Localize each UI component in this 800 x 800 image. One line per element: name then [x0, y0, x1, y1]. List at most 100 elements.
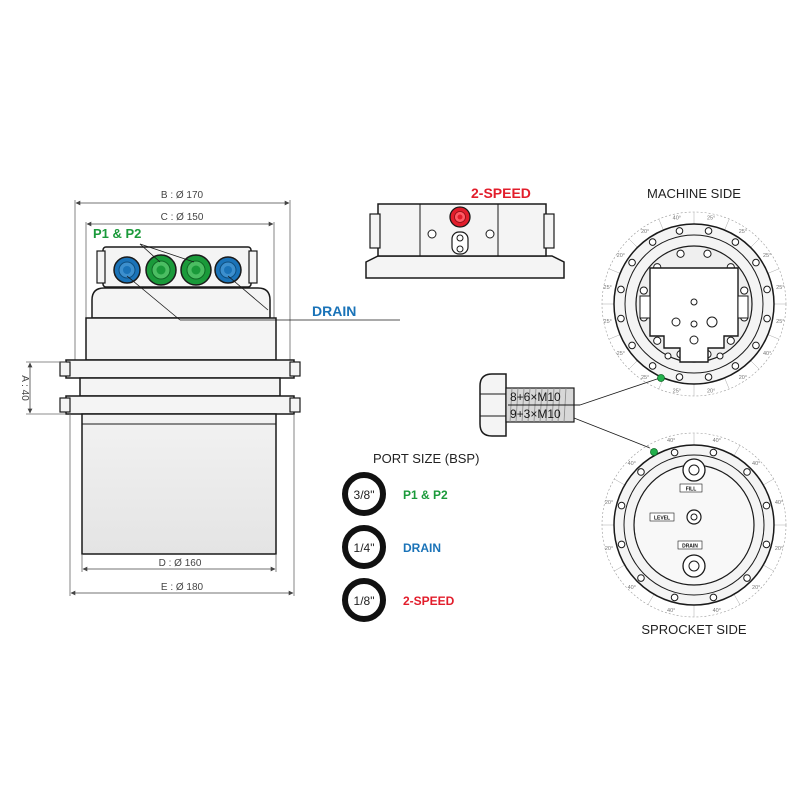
- dimension-b: B : Ø 170: [74, 190, 291, 360]
- bolt-hole: [762, 501, 771, 510]
- port-size-row-3: 1/8" 2-SPEED: [342, 578, 455, 622]
- bolt-hole: [637, 468, 645, 476]
- bolt-hole: [670, 448, 679, 457]
- motor-housing-body: [85, 317, 277, 361]
- machine-side-outer-bolts: [617, 227, 771, 381]
- angle-label: 20°: [641, 229, 649, 235]
- angle-label: 40°: [667, 608, 675, 614]
- dimension-a-label: A : 40: [19, 375, 30, 401]
- angle-label: 25°: [673, 388, 681, 394]
- bolt-hole: [704, 373, 713, 381]
- angle-label: 25°: [641, 375, 649, 381]
- bolt-hole: [763, 314, 771, 323]
- sprocket-side-marker-dot: [650, 448, 658, 456]
- port-size-legend: PORT SIZE (BSP) 3/8" P1 & P2 1/4" DRAIN …: [342, 451, 479, 622]
- port-size-value-3: 1/8": [354, 594, 375, 608]
- angle-label: 20°: [617, 253, 625, 259]
- bolt-hole: [675, 227, 684, 235]
- bolt-hole: [648, 362, 657, 370]
- machine-side-marker-dot: [657, 374, 665, 382]
- angle-label: 20°: [605, 546, 613, 552]
- motor-side-view: B : Ø 170 C : Ø 150: [19, 190, 400, 596]
- plate-label-drain: DRAIN: [682, 544, 698, 550]
- bolt-hole: [731, 362, 740, 370]
- gearbox-drum: [81, 413, 277, 555]
- angle-label: 25°: [763, 253, 771, 259]
- port-p1: [145, 254, 177, 286]
- bolt-hole: [731, 238, 740, 246]
- sprocket-side-bolts: [617, 448, 771, 602]
- angle-label: 25°: [776, 319, 784, 325]
- angle-label: 20°: [752, 585, 760, 591]
- angle-label: 20°: [707, 388, 715, 394]
- port-size-value-1: 3/8": [354, 488, 375, 502]
- machine-side-title: MACHINE SIDE: [647, 186, 741, 201]
- bolt-hole: [703, 249, 712, 258]
- dimension-e: E : Ø 180: [69, 414, 295, 596]
- angle-label: 25°: [604, 285, 612, 291]
- angle-label: 40°: [752, 461, 760, 467]
- port-p2: [180, 254, 212, 286]
- port-size-title: PORT SIZE (BSP): [373, 451, 479, 466]
- bolt-hole: [743, 468, 751, 476]
- dimension-c-label: C : Ø 150: [161, 212, 204, 223]
- bolt-hole: [763, 285, 771, 294]
- angle-label: 40°: [667, 438, 675, 444]
- angle-label: 40°: [763, 351, 771, 357]
- machine-side-view: MACHINE SIDE 25° 25° 25° 25° 25° 40° 20° 20° 25°…: [601, 186, 787, 397]
- bolt-hole: [709, 448, 718, 457]
- angle-label: 20°: [775, 546, 783, 552]
- angle-label: 40°: [673, 216, 681, 222]
- bolt-hole: [752, 341, 760, 350]
- bolt-hole: [617, 540, 626, 549]
- bolt-hole: [752, 258, 760, 267]
- bolt-hole: [670, 593, 679, 602]
- bolt-hole: [653, 336, 662, 345]
- two-speed-callout-label: 2-SPEED: [471, 185, 531, 201]
- angle-label: 20°: [605, 500, 613, 506]
- machine-side-angle-ring: 25°25°25°25°25°40°20°20°25°25°25°25°25°2…: [601, 211, 787, 397]
- plate-label-level: LEVEL: [654, 516, 670, 522]
- port-drain-left: [113, 256, 141, 284]
- bolt-hole: [675, 373, 684, 381]
- angle-label: 40°: [628, 461, 636, 467]
- dimension-d: D : Ø 160: [81, 554, 277, 572]
- machine-flange: [65, 359, 295, 379]
- bolt-spec-sprocket: 9+3×M10: [510, 407, 561, 421]
- dimension-d-label: D : Ø 160: [159, 558, 202, 569]
- port-size-label-1: P1 & P2: [403, 488, 448, 502]
- motor-housing-top: [91, 287, 271, 319]
- dimension-c: C : Ø 150: [85, 212, 275, 330]
- angle-label: 40°: [628, 585, 636, 591]
- bolt-hole: [617, 314, 625, 323]
- bolt-hole: [762, 540, 771, 549]
- bolt-illustration: 8+6×M10 9+3×M10: [479, 373, 661, 449]
- bolt-hole: [743, 574, 751, 582]
- bolt-hole: [639, 286, 648, 295]
- port-size-label-2: DRAIN: [403, 541, 441, 555]
- sprocket-flange: [65, 395, 295, 415]
- bolt-hole: [637, 574, 645, 582]
- bolt-hole: [704, 227, 713, 235]
- dimension-b-label: B : Ø 170: [161, 190, 204, 201]
- angle-label: 20°: [739, 375, 747, 381]
- angle-label: 25°: [617, 351, 625, 357]
- angle-label: 40°: [713, 438, 721, 444]
- port-size-value-2: 1/4": [354, 541, 375, 555]
- dimension-a: A : 40: [19, 361, 66, 415]
- bolt-hole: [617, 501, 626, 510]
- angle-label: 25°: [739, 229, 747, 235]
- p1p2-callout-label: P1 & P2: [93, 226, 141, 241]
- sprocket-side-title: SPROCKET SIDE: [641, 622, 747, 637]
- angle-label: 40°: [775, 500, 783, 506]
- port-size-label-3: 2-SPEED: [403, 594, 455, 608]
- sprocket-side-view: 40° 40° 40° 20° 20° 40° 40° 40° 20° 20° 40° 40° FIL…: [601, 432, 787, 637]
- angle-label: 25°: [776, 285, 784, 291]
- angle-label: 40°: [713, 608, 721, 614]
- bolt-hole: [648, 238, 657, 246]
- machine-side-valve-plate: [649, 267, 739, 363]
- bolt-hole: [628, 341, 636, 350]
- plate-label-fill: FILL: [686, 487, 697, 493]
- bolt-hole: [740, 286, 749, 295]
